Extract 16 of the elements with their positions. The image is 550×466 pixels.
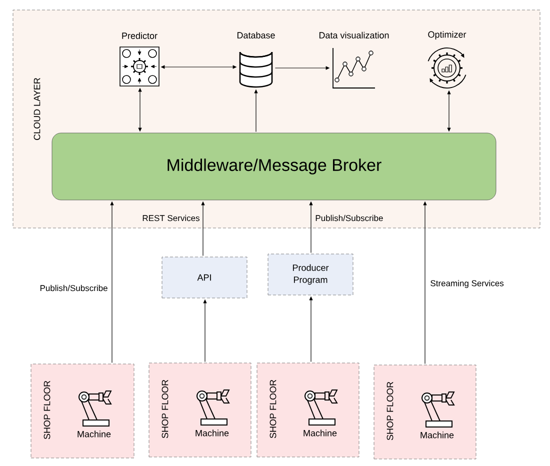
machine-label: Machine xyxy=(304,430,337,436)
edge-label: Streaming Services xyxy=(430,280,504,288)
machine-label: Machine xyxy=(420,432,454,438)
icon-label: Data visualization xyxy=(319,32,389,38)
icon-label: Optimizer xyxy=(428,31,466,40)
edge-label: REST Services xyxy=(142,214,200,222)
service-box: API xyxy=(162,256,248,298)
icon-label: Predictor xyxy=(122,32,158,39)
machine-label: Machine xyxy=(78,430,111,438)
service-box: Producer Program xyxy=(268,254,354,296)
layer-label: CLOUD LAYER xyxy=(34,78,40,140)
icon-label: Database xyxy=(237,32,275,38)
edge-label: Publish/Subscribe xyxy=(40,284,108,292)
edge-label: Publish/Subscribe xyxy=(316,214,383,222)
broker-box: Middleware/Message Broker xyxy=(52,132,496,200)
machine-label: Machine xyxy=(196,430,229,436)
